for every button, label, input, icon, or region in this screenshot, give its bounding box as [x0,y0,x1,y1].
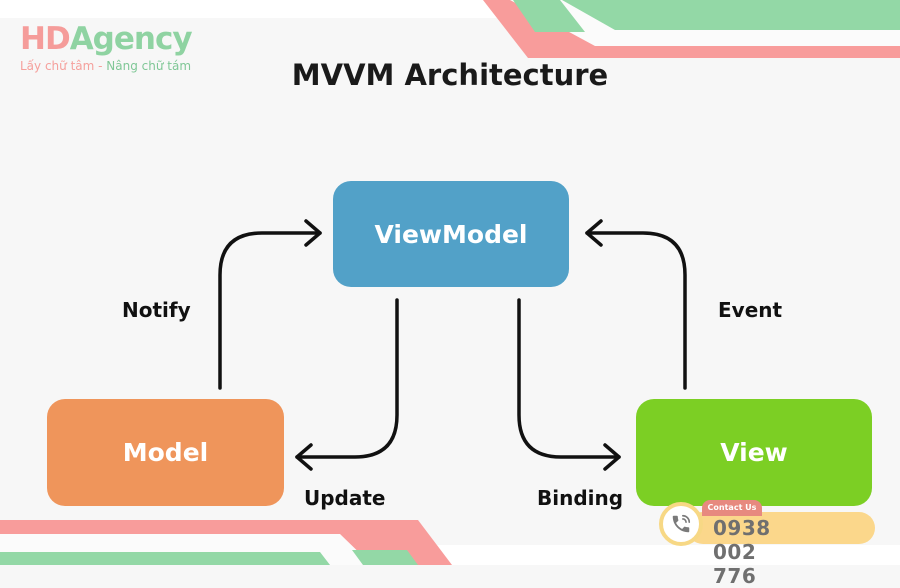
phone-button[interactable] [659,502,703,546]
bottom-green-stripe [0,552,330,565]
diagram-title: MVVM Architecture [291,58,609,92]
decorative-stripes [0,0,900,565]
hd-agency-logo: HDAgency Lấy chữ tâm - Nâng chữ tám [20,21,193,73]
viewmodel-node: ViewModel [333,181,569,287]
phone-icon [672,514,691,533]
top-green-stripe-small [513,0,585,32]
tagline-right: Nâng chữ tám [106,59,192,73]
notify-arrow [218,231,322,390]
model-node: Model [47,399,284,506]
logo-agency: Agency [69,21,193,57]
binding-arrowhead [603,443,621,471]
notify-arrowhead [304,219,322,247]
event-label: Event [718,298,783,322]
binding-arrow [517,298,621,459]
notify-label: Notify [122,298,191,322]
contact-phone-number[interactable]: 0938 002 776 [713,516,771,588]
contact-pill[interactable] [687,512,875,544]
update-label: Update [304,486,386,510]
tagline-left: Lấy chữ tâm [20,59,95,73]
contact-us-label: Contact Us [702,500,762,516]
logo-tagline: Lấy chữ tâm - Nâng chữ tám [20,59,192,73]
tagline-separator: - [94,59,107,73]
event-arrowhead [585,219,603,247]
logo-hd: HD [20,21,71,57]
view-node: View [636,399,872,506]
update-arrowhead [295,443,313,471]
bottom-green-stripe-small [352,550,418,565]
binding-label: Binding [537,486,624,510]
update-arrow [295,298,399,459]
top-green-stripe [562,0,900,30]
event-arrow [585,231,687,390]
